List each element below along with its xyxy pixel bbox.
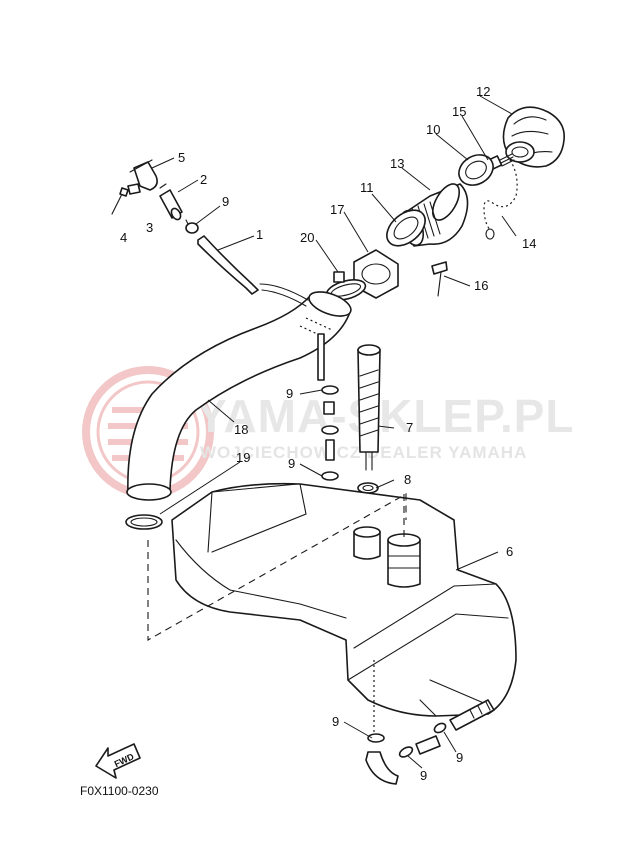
callout-3: 3: [146, 220, 153, 235]
part-16-screw: [431, 261, 448, 297]
callout-16: 16: [474, 278, 488, 293]
fwd-arrow-icon: FWD: [95, 743, 141, 779]
part-10-gasket: [458, 154, 494, 186]
callout-9-lower-c: 9: [456, 750, 463, 765]
callout-9-lower-b: 9: [420, 768, 427, 783]
callout-19: 19: [236, 450, 250, 465]
diagram-code: F0X1100-0230: [80, 784, 159, 798]
part-2-check-valve: [159, 183, 183, 221]
callout-9-lower-a: 9: [332, 714, 339, 729]
callout-4: 4: [120, 230, 127, 245]
callout-6: 6: [506, 544, 513, 559]
part-9-clips-lower: [365, 699, 495, 785]
callout-9-upper: 9: [222, 194, 229, 209]
part-18-filler-hose: [126, 291, 352, 501]
part-6-fuel-tank: [171, 482, 517, 734]
part-5-bracket: [129, 159, 158, 191]
callout-8: 8: [404, 472, 411, 487]
callout-7: 7: [406, 420, 413, 435]
part-12-filler-cap: [502, 106, 565, 168]
part-1-vent-hose: [197, 235, 325, 381]
callout-labels: 1 2 3 4 5 6 7 8 9 9 9 9 9 9 10 11 12 13 …: [120, 84, 536, 783]
part-14-cap-chain: [483, 159, 518, 240]
callout-17: 17: [330, 202, 344, 217]
part-9-clip-upper: [185, 219, 199, 234]
part-11-gasket: [386, 209, 426, 247]
part-7-filter-screen: [357, 344, 381, 471]
callout-11: 11: [360, 180, 374, 195]
callout-13: 13: [390, 156, 404, 171]
callout-20: 20: [300, 230, 314, 245]
callout-12: 12: [476, 84, 490, 99]
callout-2: 2: [200, 172, 207, 187]
callout-leaders: [151, 95, 517, 769]
callout-14: 14: [522, 236, 536, 251]
callout-15: 15: [452, 104, 466, 119]
part-3-nut: [127, 183, 141, 195]
part-4-screw: [111, 187, 129, 215]
callout-1: 1: [256, 227, 263, 242]
callout-18: 18: [234, 422, 248, 437]
part-19-hose-clamp: [125, 514, 163, 530]
watermark-title: YAMA-SKLEP.PL: [196, 390, 575, 442]
callout-5: 5: [178, 150, 185, 165]
reference-lines: [147, 493, 407, 641]
callout-9-middle-b: 9: [288, 456, 295, 471]
callout-9-middle-a: 9: [286, 386, 293, 401]
callout-10: 10: [426, 122, 440, 137]
